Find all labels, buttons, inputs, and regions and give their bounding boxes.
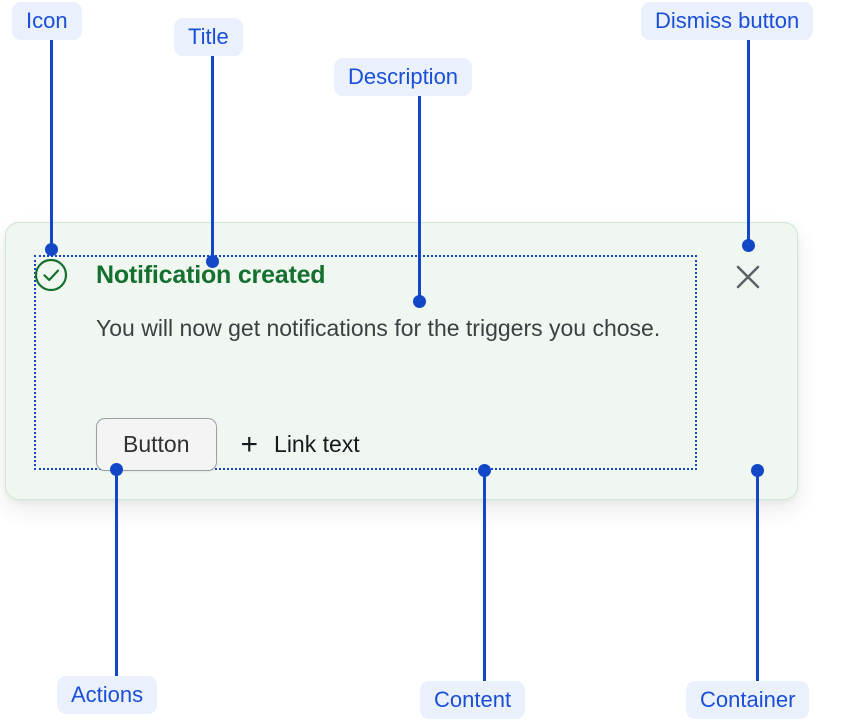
add-link-action[interactable]: + Link text: [240, 427, 360, 461]
notification-actions: Button + Link text: [96, 418, 360, 471]
annotation-label-description: Description: [334, 58, 473, 96]
annotation-label-title: Title: [174, 18, 243, 56]
annotation-label-icon: Icon: [12, 2, 82, 40]
check-circle-icon: [34, 258, 68, 292]
leader-dot-title: [206, 255, 219, 268]
leader-dot-description: [413, 295, 426, 308]
leader-dot-content: [478, 464, 491, 477]
annotation-label-actions: Actions: [57, 676, 158, 714]
dismiss-button[interactable]: [731, 260, 765, 294]
leader-dot-actions: [110, 463, 123, 476]
leader-line-actions: [115, 469, 118, 676]
leader-dot-dismiss: [742, 239, 755, 252]
leader-line-description: [418, 96, 421, 301]
leader-line-dismiss: [747, 40, 750, 245]
leader-dot-icon: [45, 243, 58, 256]
leader-line-icon: [50, 40, 53, 250]
leader-line-container: [756, 470, 759, 681]
leader-dot-container: [751, 464, 764, 477]
notification-description: You will now get notifications for the t…: [96, 315, 661, 341]
leader-line-content: [483, 470, 486, 681]
plus-icon: +: [240, 427, 259, 461]
annotation-label-container: Container: [686, 681, 810, 719]
annotation-label-dismiss: Dismiss button: [641, 2, 814, 40]
close-icon: [736, 265, 760, 289]
leader-line-title: [211, 56, 214, 261]
link-text-label: Link text: [274, 431, 360, 457]
annotation-label-content: Content: [420, 681, 526, 719]
action-button[interactable]: Button: [96, 418, 217, 471]
